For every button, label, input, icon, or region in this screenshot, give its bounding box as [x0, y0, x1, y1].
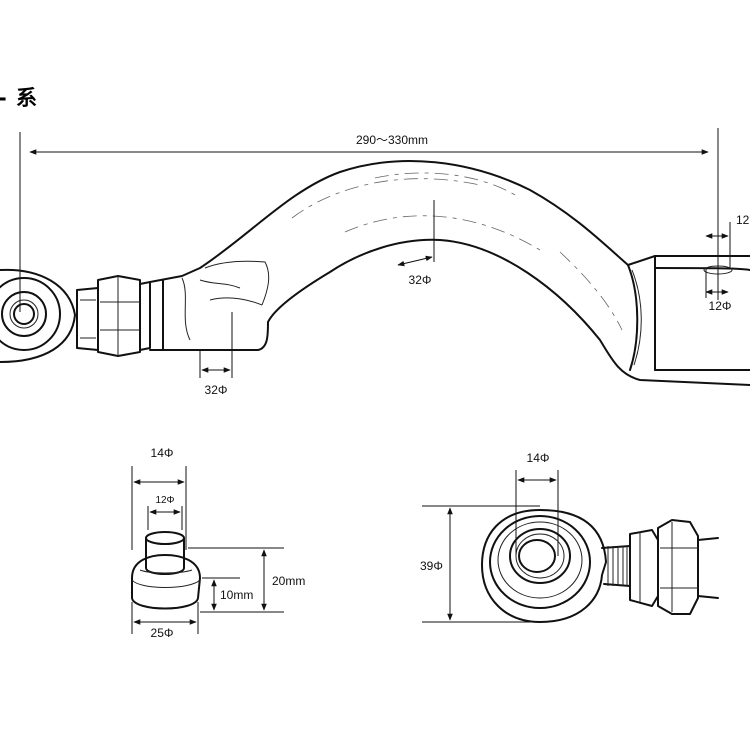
- overall-length-dimension: 290～330mm: [19, 128, 719, 312]
- rod-end-detail: 14Φ 39Φ: [420, 451, 719, 623]
- bushing-inner-label: 12Φ: [155, 495, 174, 506]
- bushing-base-height-label: 10mm: [220, 588, 253, 602]
- pillow-hole-label: 12Φ: [709, 299, 732, 313]
- pillow-dimension: 12 12Φ: [705, 213, 750, 313]
- rodend-ball-label: 14Φ: [527, 451, 550, 465]
- center-dia-dimension: 32Φ: [397, 200, 435, 287]
- main-arm: [0, 160, 750, 386]
- arm-body: [149, 160, 750, 386]
- left-dia-label: 32Φ: [205, 383, 228, 397]
- section-title: - 系: [0, 86, 39, 110]
- bushing-outer-label: 14Φ: [151, 446, 174, 460]
- left-rod-end: [0, 268, 76, 363]
- pillow-width-label: 12: [736, 213, 750, 227]
- bushing-height-label: 20mm: [272, 574, 305, 588]
- overall-length-label: 290～330mm: [356, 133, 428, 147]
- thread-lines: [607, 546, 628, 586]
- bushing-detail: 14Φ 12Φ 20mm 10mm 25Φ: [131, 446, 305, 640]
- lock-nut: [76, 275, 151, 357]
- left-dia-dimension: 32Φ: [199, 312, 233, 397]
- rodend-height-label: 39Φ: [420, 559, 443, 573]
- bushing-base-dia-label: 25Φ: [151, 626, 174, 640]
- center-dia-label: 32Φ: [409, 273, 432, 287]
